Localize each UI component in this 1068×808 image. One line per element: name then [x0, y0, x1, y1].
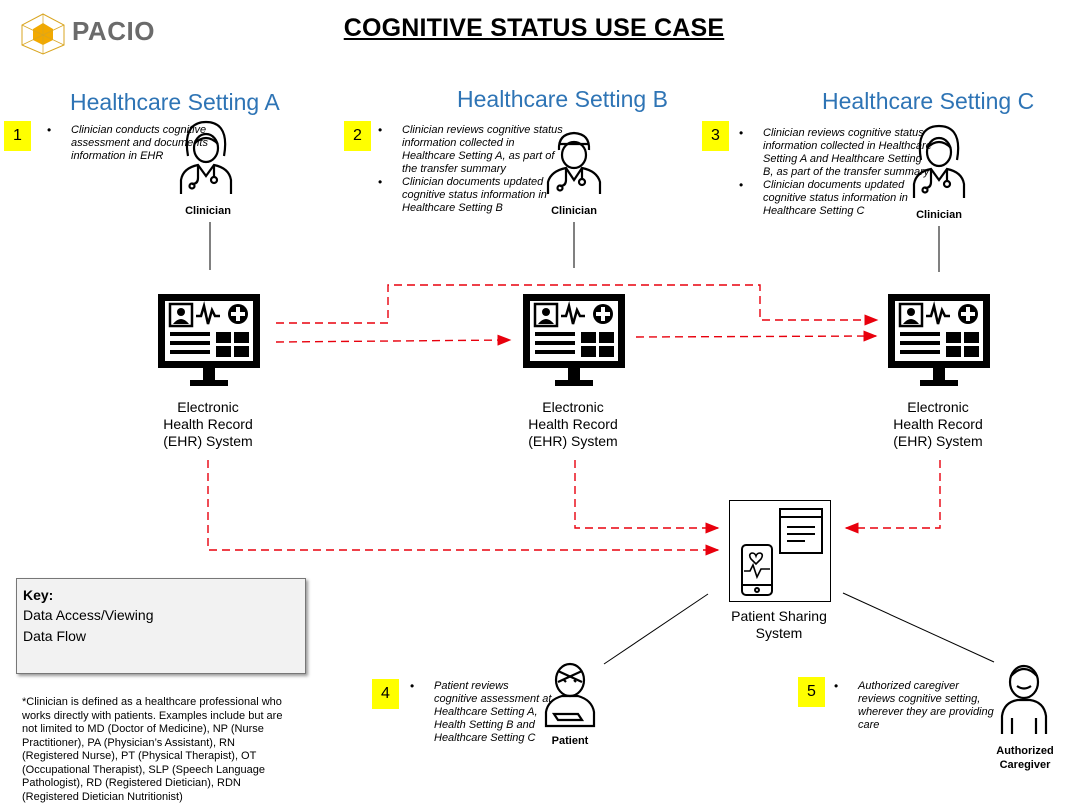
clinician-footnote: *Clinician is defined as a healthcare pr…	[22, 696, 283, 803]
setting-b-notes: Clinician reviews cognitive status infor…	[374, 124, 568, 215]
note-item: Clinician documents updated cognitive st…	[739, 179, 935, 218]
clinician-a-label: Clinician	[185, 205, 231, 217]
legend-title: Key:	[23, 587, 54, 603]
ehr-label-line: Electronic	[177, 399, 239, 415]
clinician-c-icon	[908, 122, 970, 202]
ehr-b-monitor-icon	[521, 292, 627, 392]
note-item: Clinician conducts cognitive assessment …	[47, 124, 221, 163]
ehr-label-line: (EHR) System	[893, 433, 983, 449]
logo-text: PACIO	[72, 16, 155, 46]
hexagon-logo-icon	[21, 13, 65, 55]
step-badge-1: 1	[4, 121, 31, 151]
caregiver-icon	[986, 656, 1062, 740]
sharing-system-label: Patient Sharing System	[714, 608, 844, 642]
flow-a-to-sharing	[207, 460, 720, 556]
page-title: COGNITIVE STATUS USE CASE	[343, 14, 725, 42]
clinician-b-icon	[542, 128, 606, 198]
clinician-b-label: Clinician	[551, 205, 597, 217]
flow-b-to-sharing	[574, 460, 720, 534]
flow-a-to-b	[275, 334, 512, 346]
ehr-c-label: Electronic Health Record (EHR) System	[873, 399, 1003, 450]
ehr-label-line: Health Record	[528, 416, 618, 432]
setting-b-title: Healthcare Setting B	[457, 86, 668, 112]
clinician-c-label: Clinician	[916, 209, 962, 221]
note-item: Clinician documents updated cognitive st…	[378, 176, 568, 215]
patient-label: Patient	[551, 735, 589, 747]
note-item: Clinician reviews cognitive status infor…	[739, 127, 935, 179]
setting-a-notes: Clinician conducts cognitive assessment …	[43, 124, 221, 163]
sharing-label-line: System	[755, 625, 803, 641]
ehr-a-label: Electronic Health Record (EHR) System	[143, 399, 273, 450]
setting-c-notes: Clinician reviews cognitive status infor…	[735, 127, 935, 218]
sharing-system-icon	[729, 500, 831, 602]
caregiver-label-line: Caregiver	[999, 759, 1051, 771]
flow-c-to-sharing	[844, 460, 941, 534]
step-badge-4: 4	[372, 679, 399, 709]
ehr-label-line: Electronic	[907, 399, 969, 415]
flow-b-to-c	[635, 330, 878, 342]
ehr-label-line: (EHR) System	[528, 433, 618, 449]
legend-box: Key: Data Access/Viewing Data Flow	[16, 578, 306, 674]
caregiver-label: Authorized Caregiver	[982, 744, 1068, 772]
access-line-caregiver	[842, 592, 995, 663]
sharing-label-line: Patient Sharing	[731, 608, 827, 624]
legend-access-label: Data Access/Viewing	[23, 607, 154, 623]
access-line-patient	[603, 593, 709, 665]
patient-notes: Patient reviews cognitive assessment at …	[406, 680, 554, 745]
ehr-c-monitor-icon	[886, 292, 992, 392]
setting-c-title: Healthcare Setting C	[822, 88, 1035, 114]
ehr-a-monitor-icon	[156, 292, 262, 392]
patient-icon	[538, 656, 602, 728]
note-item: Patient reviews cognitive assessment at …	[410, 680, 554, 745]
ehr-label-line: Electronic	[542, 399, 604, 415]
legend-flow-label: Data Flow	[23, 628, 87, 644]
caregiver-notes: Authorized caregiver reviews cognitive s…	[830, 680, 998, 732]
ehr-label-line: Health Record	[893, 416, 983, 432]
flow-a-to-c	[276, 284, 879, 326]
step-badge-5: 5	[798, 677, 825, 707]
setting-a-title: Healthcare Setting A	[70, 89, 280, 115]
step-badge-3: 3	[702, 121, 729, 151]
clinician-a-icon	[175, 118, 237, 198]
ehr-b-label: Electronic Health Record (EHR) System	[508, 399, 638, 450]
ehr-label-line: Health Record	[163, 416, 253, 432]
note-item: Authorized caregiver reviews cognitive s…	[834, 680, 998, 732]
step-badge-2: 2	[344, 121, 371, 151]
caregiver-label-line: Authorized	[996, 745, 1054, 757]
ehr-label-line: (EHR) System	[163, 433, 253, 449]
pacio-logo	[18, 12, 68, 56]
note-item: Clinician reviews cognitive status infor…	[378, 124, 568, 176]
